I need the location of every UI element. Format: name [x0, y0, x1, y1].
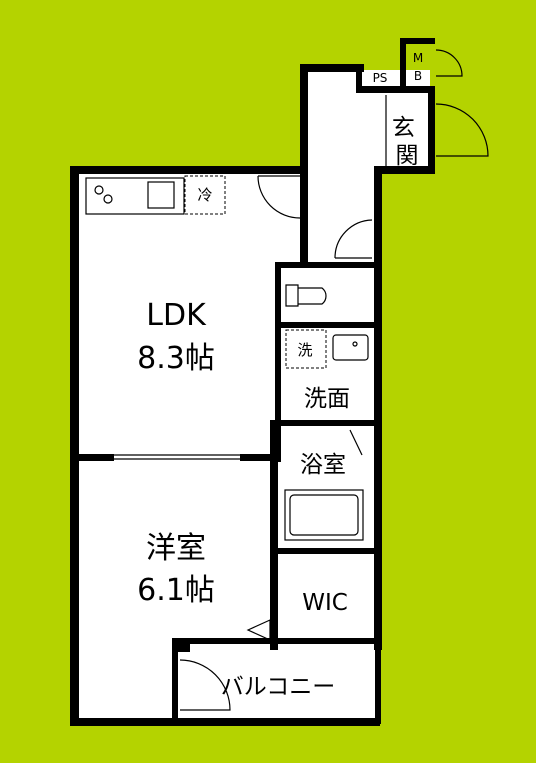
fridge-label: 冷	[197, 186, 212, 204]
washer-label: 洗	[297, 341, 312, 359]
western-room-name: 洋室	[146, 531, 206, 566]
ldk-name: LDK	[146, 298, 207, 333]
mb-label-top: M	[413, 51, 423, 65]
entrance-label-group: 玄 関	[392, 115, 422, 169]
ldk-size: 8.3帖	[137, 341, 215, 376]
ps-label: PS	[373, 71, 388, 85]
western-room-size: 6.1帖	[137, 573, 215, 608]
fixtures	[73, 49, 489, 711]
balcony-label: バルコニー	[221, 674, 336, 700]
room-labels: LDK 8.3帖 洋室 6.1帖 洗面 浴室 WIC バルコニー 冷 洗 PS …	[137, 51, 423, 700]
entrance-label: 玄 関	[392, 115, 422, 169]
walls	[70, 38, 435, 726]
entrance-char-2: 関	[396, 143, 419, 169]
mb-label-bottom: B	[414, 69, 422, 83]
washroom-label: 洗面	[304, 386, 350, 412]
entrance-char-1: 玄	[392, 115, 415, 141]
bathroom-label: 浴室	[300, 452, 346, 478]
wic-label: WIC	[302, 590, 348, 616]
